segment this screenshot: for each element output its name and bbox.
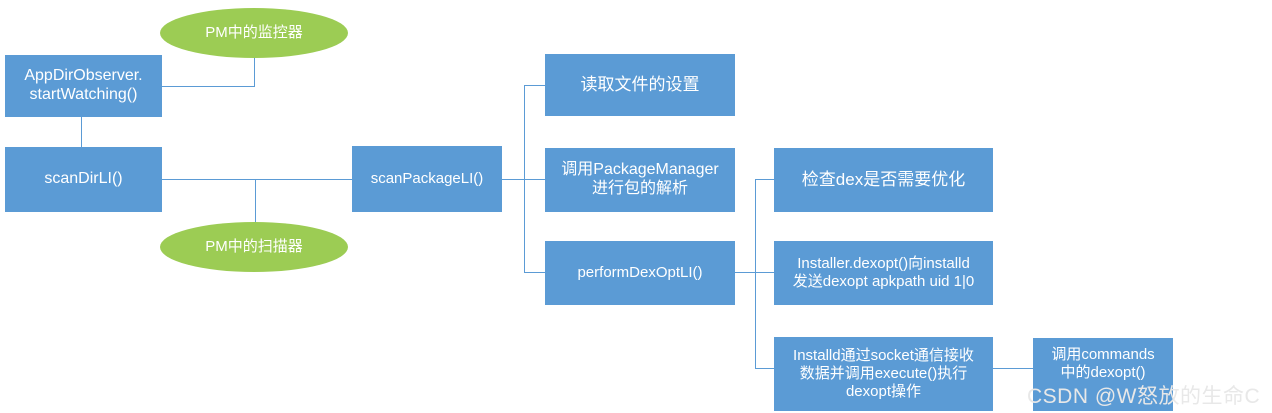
node-app-dir-observer[interactable]: AppDirObserver. startWatching() bbox=[5, 55, 162, 117]
node-call-commands-dexopt-label: 调用commands 中的dexopt() bbox=[1051, 346, 1155, 381]
node-check-dex-optimize-label: 检查dex是否需要优化 bbox=[801, 169, 966, 189]
node-call-package-manager-parse-label: 调用PackageManager 进行包的解析 bbox=[561, 161, 719, 197]
node-perform-dex-opt-li-label: performDexOptLI() bbox=[577, 264, 703, 282]
node-scan-package-li[interactable]: scanPackageLI() bbox=[352, 146, 502, 212]
node-scan-dir-li[interactable]: scanDirLI() bbox=[5, 147, 162, 212]
node-app-dir-observer-label: AppDirObserver. startWatching() bbox=[24, 67, 143, 103]
connector-observer-to-monitor-horizontal bbox=[162, 86, 254, 87]
connector-trunk2-to-installer-dexopt bbox=[755, 272, 774, 273]
connector-scandir-to-scanpackage bbox=[162, 179, 352, 180]
csdn-watermark: CSDN @W怒放的生命C bbox=[1027, 385, 1261, 408]
connector-observer-to-scandir bbox=[81, 117, 82, 147]
connector-installd-to-commands bbox=[993, 368, 1033, 369]
connector-trunk-to-performdexopt bbox=[524, 272, 545, 273]
node-read-file-settings-label: 读取文件的设置 bbox=[580, 74, 700, 94]
node-scan-dir-li-label: scanDirLI() bbox=[44, 170, 123, 188]
connector-observer-to-monitor-vertical bbox=[254, 56, 255, 87]
node-installd-socket-execute-label: Installd通过socket通信接收 数据并调用execute()执行 de… bbox=[793, 347, 974, 400]
node-scan-package-li-label: scanPackageLI() bbox=[370, 170, 484, 188]
node-check-dex-optimize[interactable]: 检查dex是否需要优化 bbox=[774, 148, 993, 212]
connector-scanpackage-to-trunk bbox=[502, 179, 545, 180]
connector-scandir-to-scanner bbox=[255, 179, 256, 224]
node-call-commands-dexopt[interactable]: 调用commands 中的dexopt() bbox=[1033, 338, 1173, 411]
node-pm-scanner[interactable]: PM中的扫描器 bbox=[160, 222, 348, 272]
connector-trunk-to-parse bbox=[524, 179, 545, 180]
connector-trunk-to-read-settings bbox=[524, 85, 545, 86]
node-installer-dexopt-send[interactable]: Installer.dexopt()向installd 发送dexopt apk… bbox=[774, 241, 993, 305]
node-installd-socket-execute[interactable]: Installd通过socket通信接收 数据并调用execute()执行 de… bbox=[774, 337, 993, 411]
node-pm-monitor-label: PM中的监控器 bbox=[205, 24, 303, 41]
connector-trunk2-to-installd bbox=[755, 368, 774, 369]
node-read-file-settings[interactable]: 读取文件的设置 bbox=[545, 54, 735, 116]
node-perform-dex-opt-li[interactable]: performDexOptLI() bbox=[545, 241, 735, 305]
node-call-package-manager-parse[interactable]: 调用PackageManager 进行包的解析 bbox=[545, 148, 735, 212]
connector-right-trunk bbox=[755, 179, 756, 368]
connector-performdexopt-to-trunk2 bbox=[735, 272, 774, 273]
connector-trunk2-to-check-dex bbox=[755, 179, 774, 180]
node-installer-dexopt-send-label: Installer.dexopt()向installd 发送dexopt apk… bbox=[792, 255, 975, 290]
node-pm-scanner-label: PM中的扫描器 bbox=[205, 238, 303, 255]
node-pm-monitor[interactable]: PM中的监控器 bbox=[160, 8, 348, 58]
